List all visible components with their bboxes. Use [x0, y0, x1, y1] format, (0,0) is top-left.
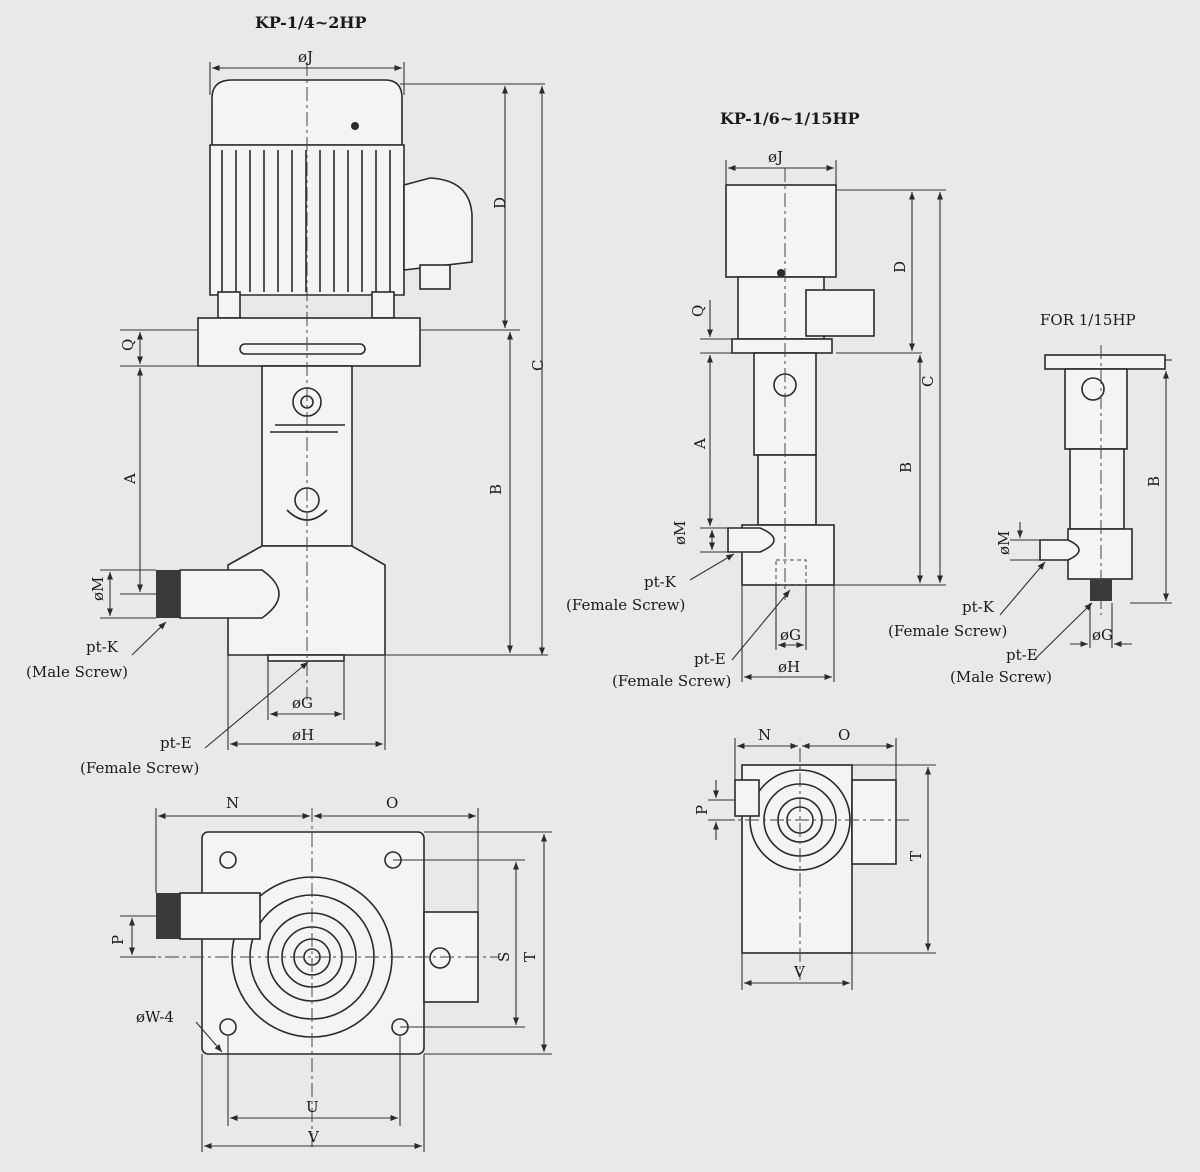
- pt-k-label: pt-K: [86, 638, 119, 656]
- variant-lower-column: [1069, 448, 1125, 530]
- small-dim-n: N: [758, 726, 771, 744]
- small-dim-d: D: [891, 261, 909, 273]
- small-suction-thread: [775, 559, 807, 586]
- w-leader: [195, 1021, 223, 1053]
- dim-o: O: [386, 794, 398, 812]
- small-dim-j: øJ: [768, 148, 783, 166]
- large-pump-title: KP-1/4~2HP: [255, 13, 367, 32]
- variant-pt-k-leader: [999, 561, 1046, 616]
- plan-gland: [429, 947, 451, 969]
- variant-pt-e-note: (Male Screw): [950, 668, 1052, 686]
- level-mark: [270, 424, 345, 433]
- dim-m: øM: [89, 577, 107, 601]
- motor-cooling-fins: [221, 150, 391, 292]
- variant-side-view: B øM pt-K (Female Screw) øG pt-E (Male S…: [888, 345, 1172, 686]
- dim-d: D: [491, 197, 509, 209]
- pt-e-leader: [204, 661, 309, 749]
- dim-t: T: [521, 952, 539, 962]
- small-dim-o: O: [838, 726, 850, 744]
- flange-slot: [239, 343, 366, 355]
- dim-v: V: [307, 1128, 320, 1146]
- small-plan-terminal-box: [851, 779, 897, 865]
- cable-gland: [419, 264, 451, 290]
- small-dim-v: V: [793, 963, 806, 981]
- dim-g: øG: [292, 694, 313, 712]
- small-pt-e-leader: [731, 589, 791, 661]
- small-dim-t: T: [907, 851, 925, 861]
- motor-foot-left: [217, 291, 241, 319]
- small-motor-bolt: [777, 269, 785, 277]
- small-dim-a: A: [691, 438, 709, 450]
- dim-w: øW-4: [136, 1008, 174, 1026]
- variant-title: FOR 1/15HP: [1040, 311, 1136, 329]
- pt-e-note: (Female Screw): [80, 759, 199, 777]
- dim-n: N: [226, 794, 239, 812]
- small-dim-m: øM: [671, 521, 689, 545]
- mount-hole: [219, 1018, 237, 1036]
- dim-a: A: [121, 473, 139, 485]
- small-pt-k-note: (Female Screw): [566, 596, 685, 614]
- large-pump-side-view: øJ D C B Q A øM pt-K (Male Screw) øG: [26, 48, 548, 777]
- outlet-nozzle: [179, 569, 280, 619]
- pt-e-label: pt-E: [160, 734, 192, 752]
- dim-p: P: [109, 935, 127, 945]
- variant-flange: [1044, 354, 1166, 370]
- variant-column-port: [1081, 377, 1105, 401]
- large-pump-plan-view: N O P S T U V øW-4: [109, 794, 552, 1152]
- variant-dim-b: B: [1145, 476, 1163, 487]
- pt-k-leader: [131, 621, 167, 656]
- small-flange: [731, 338, 833, 354]
- pt-k-note: (Male Screw): [26, 663, 128, 681]
- variant-column: [1064, 368, 1128, 450]
- small-pump-title: KP-1/6~1/15HP: [720, 109, 860, 128]
- dim-j: øJ: [298, 48, 313, 66]
- small-pt-e-note: (Female Screw): [612, 672, 731, 690]
- small-dim-h: øH: [778, 658, 800, 676]
- mounting-flange: [197, 317, 421, 367]
- plan-outlet: [179, 892, 261, 940]
- dim-u: U: [306, 1098, 319, 1116]
- small-outlet: [727, 527, 775, 553]
- small-lower-column: [757, 454, 817, 526]
- small-pt-k-label: pt-K: [644, 573, 677, 591]
- terminal-box: [403, 177, 473, 271]
- small-dim-c: C: [919, 376, 937, 387]
- variant-pt-k-label: pt-K: [962, 598, 995, 616]
- small-pt-e-label: pt-E: [694, 650, 726, 668]
- male-thread-outlet: [156, 570, 180, 618]
- variant-outlet: [1039, 539, 1080, 561]
- dim-q: Q: [119, 339, 137, 351]
- small-pt-k-leader: [689, 553, 735, 581]
- variant-dim-g: øG: [1092, 626, 1113, 644]
- small-dim-q: Q: [689, 305, 707, 317]
- dim-h: øH: [292, 726, 314, 744]
- variant-pt-e-label: pt-E: [1006, 646, 1038, 664]
- small-motor-body: [725, 184, 837, 278]
- dim-c: C: [529, 360, 547, 371]
- dim-s: S: [495, 952, 513, 962]
- variant-dim-m: øM: [995, 531, 1013, 555]
- small-pump-plan-view: N O P T V: [693, 726, 936, 990]
- small-dim-g: øG: [780, 626, 801, 644]
- dim-b: B: [487, 484, 505, 495]
- small-plan-outlet: [734, 779, 760, 817]
- small-dim-p: P: [693, 805, 711, 815]
- variant-pt-k-note: (Female Screw): [888, 622, 1007, 640]
- plan-outlet-thread: [156, 893, 180, 939]
- small-terminal-box: [805, 289, 875, 337]
- mount-hole: [219, 851, 237, 869]
- small-pump-side-view: øJ D C B Q A øM pt-K (Female Screw) øG ø…: [566, 148, 946, 690]
- small-dim-b: B: [897, 462, 915, 473]
- motor-bolt: [351, 122, 359, 130]
- variant-pt-e-leader: [1033, 602, 1093, 661]
- suction-ring: [267, 654, 345, 662]
- motor-foot-right: [371, 291, 395, 319]
